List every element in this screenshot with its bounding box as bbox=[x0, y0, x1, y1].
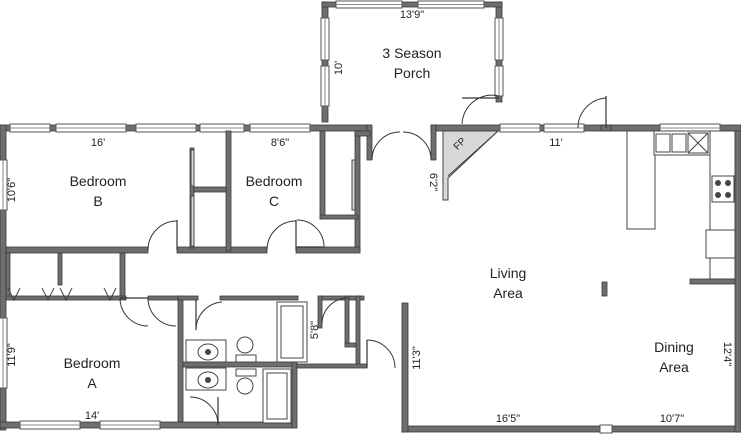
label-bedroom-c-line2: C bbox=[269, 193, 279, 209]
dim-dining-width: 10'7" bbox=[660, 413, 684, 425]
dim-bath: 5'8" bbox=[309, 321, 321, 339]
dim-bedroom-c-width: 8'6" bbox=[271, 137, 289, 149]
porch-windows bbox=[320, 0, 504, 107]
north-door bbox=[577, 96, 607, 129]
fireplace bbox=[442, 130, 500, 201]
closet-bifolds bbox=[190, 149, 356, 247]
porch-door bbox=[461, 94, 500, 125]
bedroom-a-bifolds bbox=[7, 287, 117, 302]
bath-walls bbox=[177, 295, 368, 429]
label-bedroom-a-line2: A bbox=[87, 375, 97, 391]
bedroom-walls bbox=[5, 130, 371, 254]
label-bedroom-b-line1: Bedroom bbox=[70, 173, 127, 189]
label-living-line2: Area bbox=[493, 285, 523, 301]
dim-bedroom-a-width: 14' bbox=[85, 410, 99, 422]
bedroom-a-door bbox=[119, 297, 177, 327]
bedroom-doors bbox=[147, 219, 325, 251]
label-dining-line2: Area bbox=[659, 359, 689, 375]
label-porch-line1: 3 Season bbox=[382, 45, 441, 61]
living-walls bbox=[401, 130, 741, 433]
north-windows bbox=[9, 123, 721, 133]
dim-bedroom-a-depth: 11'9" bbox=[6, 343, 18, 367]
dim-bedroom-b-width: 16' bbox=[91, 137, 105, 149]
entry-door bbox=[371, 131, 432, 161]
dim-porch-width: 13'9" bbox=[400, 9, 424, 21]
label-porch-line2: Porch bbox=[394, 65, 431, 81]
dimension-labels: 13'9" 10' 16' 10'6" 8'6" 6'2" FP 11' 5'8… bbox=[6, 9, 733, 425]
label-bedroom-a-line1: Bedroom bbox=[64, 355, 121, 371]
label-bedroom-b-line2: B bbox=[93, 193, 102, 209]
room-labels: 3 Season Porch Bedroom B Bedroom C Bedro… bbox=[64, 45, 694, 391]
kitchen-counters bbox=[626, 130, 736, 280]
bedroom-a-walls bbox=[5, 252, 179, 301]
label-dining-line1: Dining bbox=[654, 339, 694, 355]
dim-fp-depth: 6'2" bbox=[427, 173, 439, 191]
dim-bedroom-b-depth: 10'6" bbox=[6, 178, 18, 202]
label-living-line1: Living bbox=[490, 265, 527, 281]
dim-living-depth: 11'3" bbox=[411, 346, 423, 370]
label-bedroom-c-line1: Bedroom bbox=[246, 173, 303, 189]
dim-north-right: 11' bbox=[549, 137, 563, 149]
south-walls bbox=[0, 420, 741, 434]
dim-porch-depth: 10' bbox=[333, 61, 345, 75]
dim-living-width: 16'5" bbox=[496, 413, 520, 425]
dim-dining-depth: 12'4" bbox=[721, 342, 733, 366]
bath-doors bbox=[189, 297, 396, 426]
bath-fixtures bbox=[185, 301, 308, 424]
